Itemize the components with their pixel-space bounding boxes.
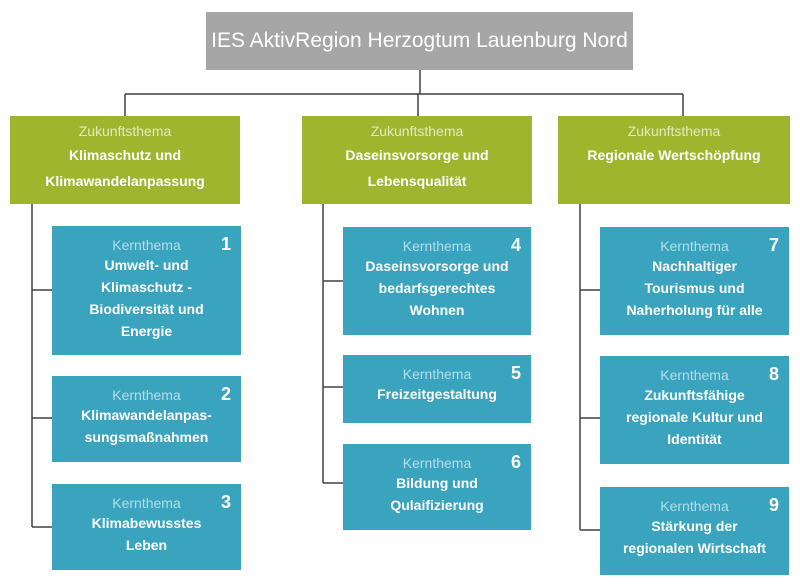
kern-number: 4 xyxy=(510,235,521,255)
kern-number: 6 xyxy=(510,452,521,472)
root-title: IES AktivRegion Herzogtum Lauenburg Nord xyxy=(211,29,628,52)
kernthema-6: Kernthema 6 Bildung und Qulaifizierung xyxy=(343,444,531,530)
kern-number: 7 xyxy=(768,235,779,255)
kern-line: Energie xyxy=(120,323,173,339)
kern-line: Umwelt- und xyxy=(104,257,189,273)
kern-line: Stärkung der xyxy=(651,518,738,534)
kernthema-5: Kernthema 5 Freizeitgestaltung xyxy=(343,355,531,423)
theme-title-line1: Regionale Wertschöpfung xyxy=(587,147,761,163)
kern-number: 1 xyxy=(220,234,231,254)
kern-tag: Kernthema xyxy=(112,387,181,403)
kern-tag: Kernthema xyxy=(660,498,729,514)
kern-number: 3 xyxy=(220,492,231,512)
theme-tag: Zukunftsthema xyxy=(370,123,464,139)
kernthema-7: Kernthema 7 Nachhaltiger Tourismus und N… xyxy=(600,227,789,335)
kern-line: Zukunftsfähige xyxy=(644,387,745,403)
kern-tag: Kernthema xyxy=(660,367,729,383)
kernthema-4: Kernthema 4 Daseinsvorsorge und bedarfsg… xyxy=(343,227,531,335)
theme-title-line1: Klimaschutz und xyxy=(68,147,181,163)
root-node: IES AktivRegion Herzogtum Lauenburg Nord xyxy=(206,12,633,70)
kern-tag: Kernthema xyxy=(402,238,472,254)
kernthema-3: Kernthema 3 Klimabewusstes Leben xyxy=(52,484,241,570)
kern-number: 2 xyxy=(220,384,231,404)
kernthema-8: Kernthema 8 Zukunftsfähige regionale Kul… xyxy=(600,356,789,464)
theme-wertschoepfung: Zukunftsthema Regionale Wertschöpfung xyxy=(558,116,790,204)
theme-klimaschutz: Zukunftsthema Klimaschutz und Klimawande… xyxy=(10,116,240,204)
kernthema-9: Kernthema 9 Stärkung der regionalen Wirt… xyxy=(600,487,789,575)
kern-line: Wohnen xyxy=(409,302,465,318)
kern-line: Naherholung für alle xyxy=(626,302,763,318)
kern-line: Nachhaltiger xyxy=(652,258,737,274)
kern-number: 5 xyxy=(510,363,521,383)
kern-line: Bildung und xyxy=(396,475,478,491)
kern-line: Qulaifizierung xyxy=(390,497,484,513)
kern-line: Leben xyxy=(125,537,168,553)
kern-line: Klimaschutz - xyxy=(100,279,192,295)
theme-daseinsvorsorge: Zukunftsthema Daseinsvorsorge und Lebens… xyxy=(302,116,532,204)
kernthema-1: Kernthema 1 Umwelt- und Klimaschutz - Bi… xyxy=(52,226,241,355)
kern-tag: Kernthema xyxy=(402,455,472,471)
kern-line: Klimawandelanpas- xyxy=(81,407,212,423)
kern-line: bedarfsgerechtes xyxy=(378,280,496,296)
theme-title-line1: Daseinsvorsorge und xyxy=(345,147,489,163)
kern-line: sungsmaßnahmen xyxy=(84,429,209,445)
kern-line: regionalen Wirtschaft xyxy=(622,540,766,556)
kern-tag: Kernthema xyxy=(660,238,729,254)
theme-tag: Zukunftsthema xyxy=(627,123,721,139)
theme-tag: Zukunftsthema xyxy=(78,123,172,139)
kern-line: Freizeitgestaltung xyxy=(377,386,497,402)
kern-number: 9 xyxy=(768,495,779,515)
kern-line: Identität xyxy=(667,431,722,447)
kern-tag: Kernthema xyxy=(112,237,181,253)
kern-number: 8 xyxy=(768,364,779,384)
kern-line: regionale Kultur und xyxy=(626,409,763,425)
kernthema-2: Kernthema 2 Klimawandelanpas- sungsmaßna… xyxy=(52,376,241,462)
theme-title-line2: Klimawandelanpassung xyxy=(45,173,205,189)
kern-line: Klimabewusstes xyxy=(91,515,202,531)
kern-line: Biodiversität und xyxy=(89,301,204,317)
kern-tag: Kernthema xyxy=(112,495,181,511)
kern-line: Tourismus und xyxy=(644,280,745,296)
theme-title-line2: Lebensqualität xyxy=(367,173,467,189)
kern-tag: Kernthema xyxy=(402,366,472,382)
kern-line: Daseinsvorsorge und xyxy=(365,258,509,274)
